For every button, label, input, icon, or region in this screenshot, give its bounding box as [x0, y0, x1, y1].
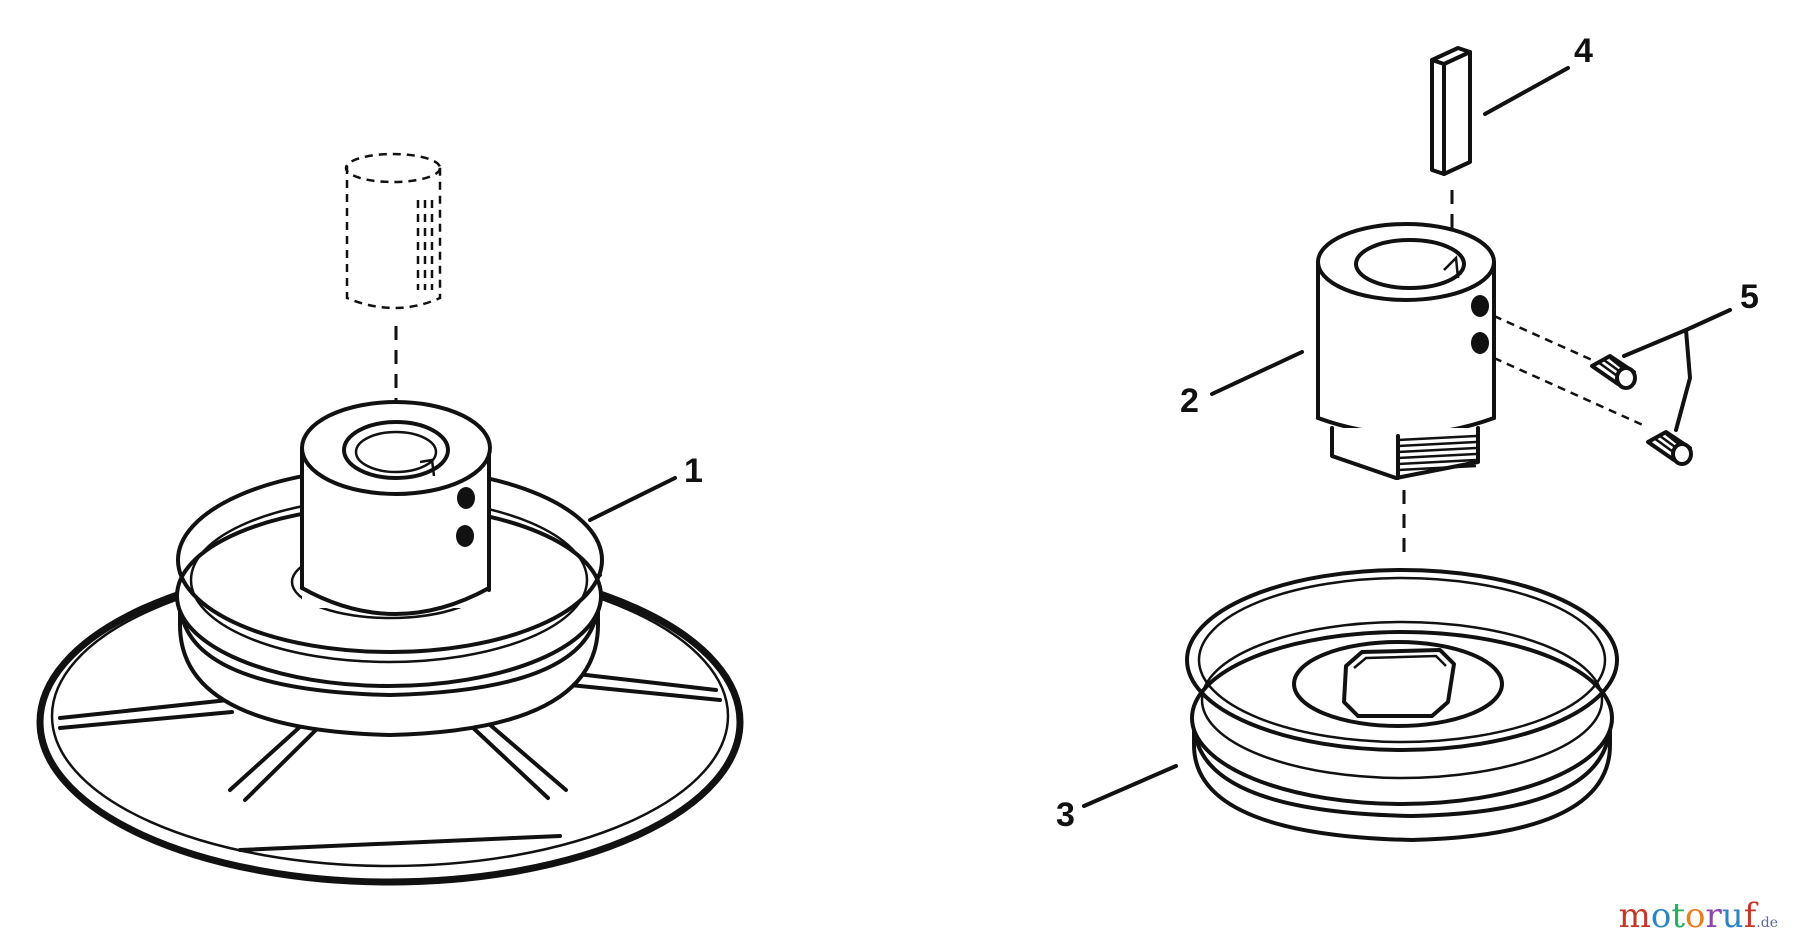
watermark-letter: m: [1618, 896, 1651, 936]
watermark-letter: u: [1721, 896, 1744, 936]
dash-screw-a: [1493, 314, 1593, 362]
hub-2: 2: [1180, 222, 1496, 480]
leader-5b: [1674, 328, 1692, 432]
pulley-3: 3: [1056, 568, 1619, 842]
watermark-letter: o: [1650, 896, 1672, 936]
watermark-letter: r: [1705, 896, 1722, 936]
phantom-shaft: [344, 152, 442, 310]
watermark-letters: motoruf: [1619, 896, 1757, 936]
hub-left: [300, 400, 492, 616]
watermark-tld: .de: [1756, 915, 1778, 931]
callout-1: 1: [684, 452, 703, 490]
callout-5: 5: [1740, 278, 1759, 316]
set-screws-5: 5: [1590, 278, 1759, 466]
set-screw-a: [1590, 354, 1637, 390]
callout-4: 4: [1574, 32, 1593, 70]
callout-2: 2: [1180, 382, 1199, 420]
leader-4: [1483, 66, 1570, 116]
key-4: 4: [1430, 32, 1593, 176]
pulley-assembly-1: 1: [36, 152, 744, 886]
watermark-logo: motoruf.de: [1619, 896, 1778, 936]
watermark-letter: o: [1685, 896, 1706, 936]
leader-1: [588, 476, 677, 522]
set-screw-b: [1646, 430, 1693, 466]
callout-3: 3: [1056, 796, 1075, 834]
leader-3: [1082, 764, 1178, 808]
leader-2: [1210, 350, 1304, 396]
watermark-letter: t: [1671, 896, 1686, 936]
watermark-letter: f: [1743, 896, 1757, 936]
leader-5a: [1622, 308, 1732, 358]
